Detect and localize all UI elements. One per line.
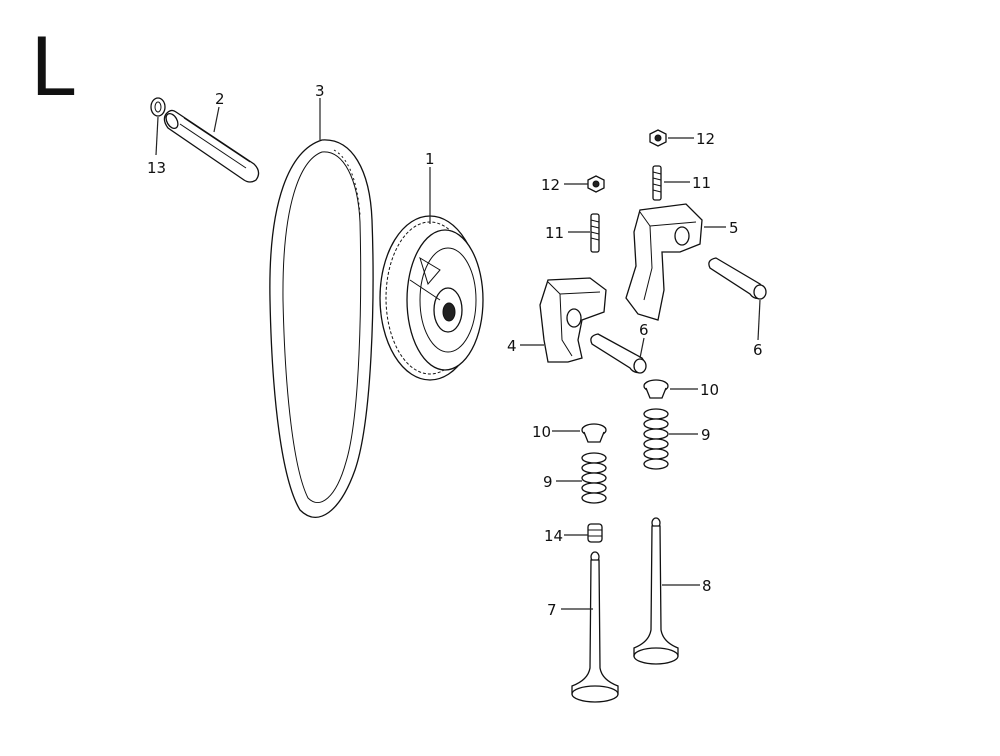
callout-6-lower: 6 (639, 321, 649, 339)
part-4-rocker-arm (539, 277, 607, 363)
part-13-ring (150, 97, 166, 117)
leader-lines (155, 98, 761, 610)
part-12-nut-right (649, 129, 667, 147)
callout-5: 5 (729, 219, 739, 237)
callout-4: 4 (507, 337, 517, 355)
part-6-pin-lower (590, 333, 647, 374)
callout-8: 8 (702, 577, 712, 595)
callout-9-left: 9 (543, 473, 553, 491)
callout-10-right: 10 (700, 381, 719, 399)
part-9-spring-right (643, 408, 669, 470)
callout-11-left: 11 (545, 224, 564, 242)
callout-2: 2 (215, 90, 225, 108)
part-10-retainer-right (643, 379, 669, 399)
callout-12-left: 12 (541, 176, 560, 194)
part-10-retainer-left (581, 423, 607, 443)
callout-10-left: 10 (532, 423, 551, 441)
callout-1: 1 (425, 150, 435, 168)
section-letter: L (30, 21, 75, 114)
part-11-screw-left (590, 213, 600, 253)
part-1-cam-pulley (379, 215, 484, 381)
callout-3: 3 (315, 82, 325, 100)
part-3-belt (269, 139, 374, 518)
callout-6-right: 6 (753, 341, 763, 359)
callouts: 1 2 3 4 5 6 6 7 8 9 9 10 10 11 11 12 12 … (147, 82, 763, 619)
part-12-nut-left (587, 175, 605, 193)
part-9-spring-left (581, 452, 607, 504)
part-11-screw-right (652, 165, 662, 201)
part-5-rocker-arm (625, 203, 703, 321)
callout-13: 13 (147, 159, 166, 177)
callout-14: 14 (544, 527, 563, 545)
part-6-pin-right (708, 257, 767, 300)
part-2-shaft (163, 109, 260, 183)
callout-11-right: 11 (692, 174, 711, 192)
callout-7: 7 (547, 601, 557, 619)
callout-9-right: 9 (701, 426, 711, 444)
callout-12-right: 12 (696, 130, 715, 148)
part-14-seal (587, 523, 603, 543)
part-7-valve (571, 551, 619, 703)
part-8-valve (633, 517, 679, 665)
